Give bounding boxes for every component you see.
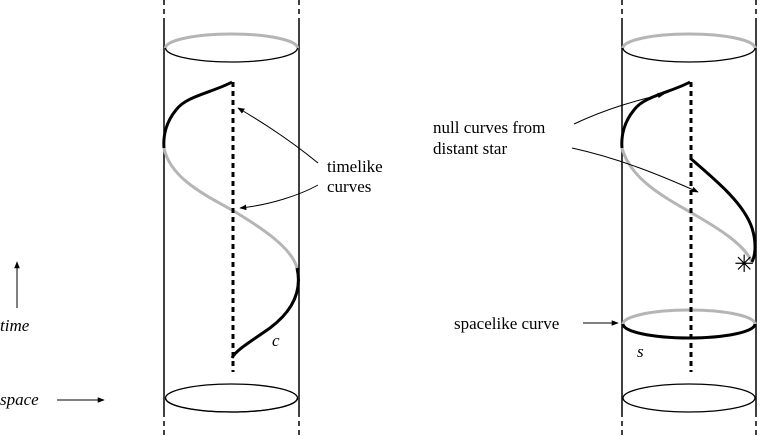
left-arrow-to-helix [237, 107, 319, 164]
null-curves-label-line2: distant star [433, 139, 507, 158]
spacelike-ring-back-grey [621, 308, 757, 325]
right-cylinder-bottom-ellipse [622, 383, 756, 413]
space-label: space [0, 390, 39, 409]
right-helix-top-black [620, 80, 691, 149]
spacelike-ring-front-black [621, 323, 757, 340]
timelike-label-line2: curves [327, 177, 371, 196]
left-helix-back-grey [162, 147, 299, 269]
spacelike-curve-label: spacelike curve [454, 314, 559, 333]
left-top-ellipse-back-arc [164, 32, 299, 49]
left-helix-bottom-black [230, 267, 300, 359]
right-null-curve-black [689, 156, 757, 263]
left-arrow-to-dashed [239, 184, 319, 211]
null-curves-label-line1: null curves from [433, 118, 545, 137]
time-label: time [0, 316, 30, 335]
null-arrow-to-star-curve [571, 147, 699, 193]
timelike-label-line1: timelike [327, 157, 383, 176]
curve-s-label: s [637, 342, 644, 361]
distant-star-icon: ✳ [734, 250, 754, 278]
left-cylinder [162, 0, 319, 436]
left-bottom-ellipse-front-arc [164, 397, 299, 413]
right-top-ellipse-back-arc [621, 32, 757, 49]
curve-c-label: c [272, 331, 280, 350]
right-helix-back-grey [620, 147, 754, 263]
null-arrow-to-helix [573, 92, 665, 125]
right-cylinder [571, 0, 757, 436]
left-helix-top-black [162, 80, 233, 149]
